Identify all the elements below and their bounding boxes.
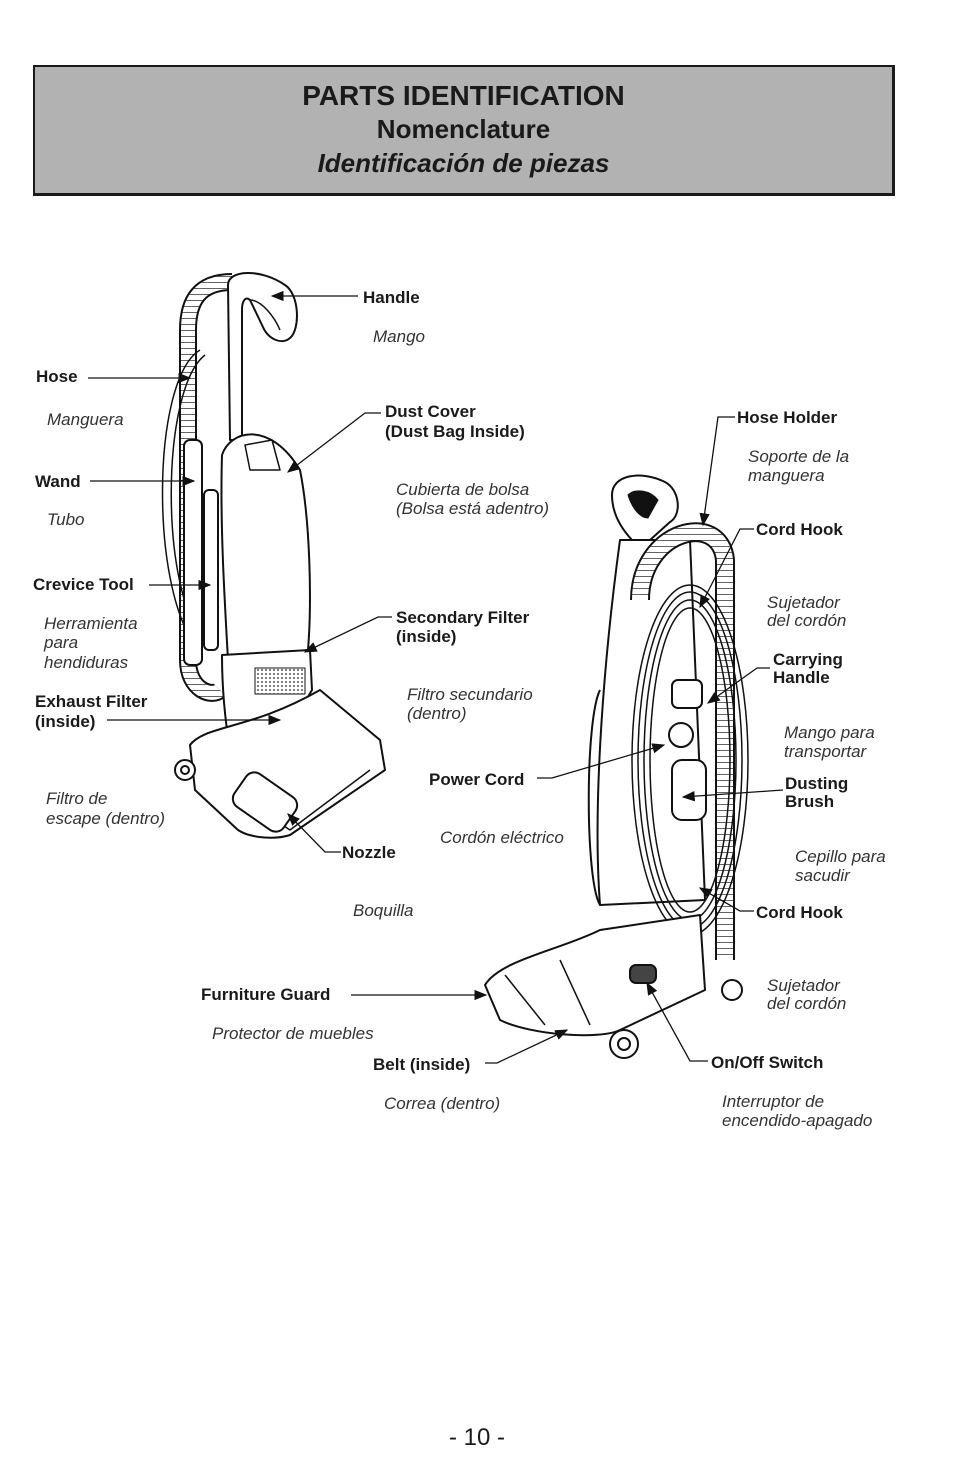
rear-nozzle [484, 914, 706, 1037]
label-belt-es: Correa (dentro) [384, 1094, 501, 1113]
label-dust-cover-1: Dust Cover [385, 402, 476, 421]
label-power-cord: Power Cord [429, 770, 525, 789]
label-carrying-handle-1: Carrying [773, 650, 843, 669]
wand [183, 439, 203, 666]
front-vacuum-illustration [161, 272, 386, 839]
rear-dusting-brush [671, 759, 707, 821]
dust-cover [220, 433, 311, 661]
label-dust-cover-es-2: (Bolsa está adentro) [396, 499, 550, 518]
label-crevice-tool-es-1: Herramienta [44, 614, 138, 633]
label-hose-es: Manguera [47, 410, 124, 429]
label-wand-es: Tubo [47, 510, 85, 529]
label-carrying-handle-2: Handle [773, 668, 830, 687]
label-furniture-guard: Furniture Guard [201, 985, 331, 1004]
rear-vacuum-illustration [484, 474, 749, 1059]
leader-lines [88, 290, 784, 1064]
label-carrying-handle-es-2: transportar [784, 742, 867, 761]
label-dusting-brush-es-1: Cepillo para [795, 847, 886, 866]
label-dust-cover-2: (Dust Bag Inside) [385, 422, 525, 441]
label-dusting-brush-2: Brush [785, 792, 835, 811]
label-dusting-brush-1: Dusting [785, 774, 849, 793]
label-secondary-filter-1: Secondary Filter [396, 608, 530, 627]
label-nozzle: Nozzle [342, 843, 396, 862]
label-hose-holder: Hose Holder [737, 408, 838, 427]
label-crevice-tool-es-2: para [44, 633, 79, 652]
label-furniture-guard-es: Protector de muebles [212, 1024, 374, 1043]
title-box: PARTS IDENTIFICATION Nomenclature Identi… [33, 65, 895, 196]
label-wand: Wand [35, 472, 81, 491]
label-exhaust-filter-es-1: Filtro de [46, 789, 108, 808]
label-on-off-switch-es-1: Interruptor de [722, 1092, 825, 1111]
label-secondary-filter-es-1: Filtro secundario [407, 685, 533, 704]
handle [227, 272, 298, 441]
label-on-off-switch-es-2: encendido-apagado [722, 1111, 873, 1130]
label-dusting-brush-es-2: sacudir [795, 866, 850, 885]
label-power-cord-es: Cordón eléctrico [440, 828, 564, 847]
label-hose-holder-es-1: Soporte de la [748, 447, 850, 466]
label-carrying-handle-es-1: Mango para [784, 723, 875, 742]
label-exhaust-filter-1: Exhaust Filter [35, 692, 148, 711]
rear-carrying-handle [671, 679, 703, 709]
label-cord-hook-bottom-es-2: del cordón [767, 994, 847, 1013]
label-dust-cover-es-1: Cubierta de bolsa [396, 480, 530, 499]
label-cord-hook-bottom-es-1: Sujetador [767, 976, 840, 995]
label-handle: Handle [363, 288, 420, 307]
label-crevice-tool-es-3: hendiduras [44, 653, 129, 672]
title-english: PARTS IDENTIFICATION [302, 80, 625, 111]
label-on-off-switch: On/Off Switch [711, 1053, 824, 1072]
label-exhaust-filter-2: (inside) [35, 712, 96, 731]
label-cord-hook-bottom: Cord Hook [756, 903, 843, 922]
label-belt: Belt (inside) [373, 1055, 471, 1074]
label-crevice-tool: Crevice Tool [33, 575, 134, 594]
label-handle-es: Mango [373, 327, 425, 346]
label-cord-hook-top: Cord Hook [756, 520, 843, 539]
page-number: - 10 - [448, 1424, 505, 1451]
label-nozzle-es: Boquilla [353, 901, 414, 920]
crevice-tool [203, 489, 219, 651]
label-cord-hook-top-es-2: del cordón [767, 611, 847, 630]
label-hose: Hose [36, 367, 78, 386]
title-spanish: Identificación de piezas [317, 148, 610, 178]
label-secondary-filter-es-2: (dentro) [407, 704, 467, 723]
label-cord-hook-top-es-1: Sujetador [767, 593, 840, 612]
label-secondary-filter-2: (inside) [396, 627, 457, 646]
title-french: Nomenclature [376, 114, 551, 144]
label-exhaust-filter-es-2: escape (dentro) [46, 809, 166, 828]
label-hose-holder-es-2: manguera [748, 466, 825, 485]
